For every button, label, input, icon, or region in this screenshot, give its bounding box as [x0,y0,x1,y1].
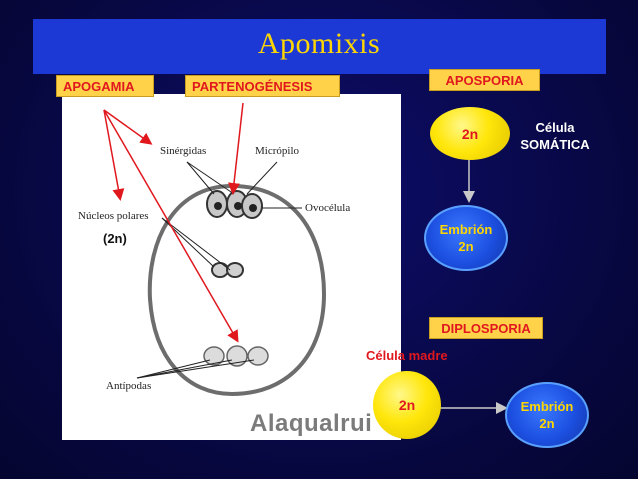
aposporia-cell-label: Célula SOMÁTICA [507,120,603,152]
diplosporia-cell-ploidy: 2n [398,397,416,413]
tag-apogamia: APOGAMIA [56,75,154,97]
tag-diplosporia: DIPLOSPORIA [429,317,543,339]
label-ovocelula: Ovocélula [305,202,351,214]
embryo-sac-outline [147,183,327,397]
diplosporia-mother-label: Célula madre [366,348,448,363]
apogamia-arrow-antipode [103,109,239,343]
tag-aposporia: APOSPORIA [429,69,540,91]
label-nucleos-ploidy: (2n) [103,231,127,246]
label-sinergidas: Sinérgidas [160,145,207,157]
slide-title: Apomixis [257,27,381,60]
apogamia-arrow-polar [103,109,125,201]
polar-nucleus-2 [226,262,244,278]
watermark-text: Alaqualrui [250,410,373,437]
diplosporia-embryo-line1: Embrión [520,399,574,414]
diplosporia-embryo-line2: 2n [539,416,555,431]
partenogenesis-arrow [228,102,244,195]
aposporia-cell: 2n [430,107,510,160]
embryo-sac-drawing [136,161,327,397]
label-antipodas: Antípodas [106,380,152,392]
aposporia-embryo-line2: 2n [458,239,474,254]
aposporia-cell-label-line1: Célula [535,120,575,135]
tag-partenogenesis: PARTENOGÉNESIS [185,75,340,97]
title-bar [33,19,606,74]
aposporia-embryo: Embrión 2n [424,205,508,271]
apogamia-arrow-synergid [103,109,153,145]
aposporia-embryo-line1: Embrión [439,222,493,237]
label-nucleos-polares: Núcleos polares [78,210,149,222]
aposporia-cell-ploidy: 2n [461,125,479,142]
antipode-2 [226,345,248,367]
diplosporia-cell: 2n [373,371,441,439]
ovule-diagram-panel [62,94,401,440]
aposporia-cell-label-line2: SOMÁTICA [520,137,590,152]
diplosporia-embryo: Embrión 2n [505,382,589,448]
label-micropilo: Micrópilo [255,145,299,157]
